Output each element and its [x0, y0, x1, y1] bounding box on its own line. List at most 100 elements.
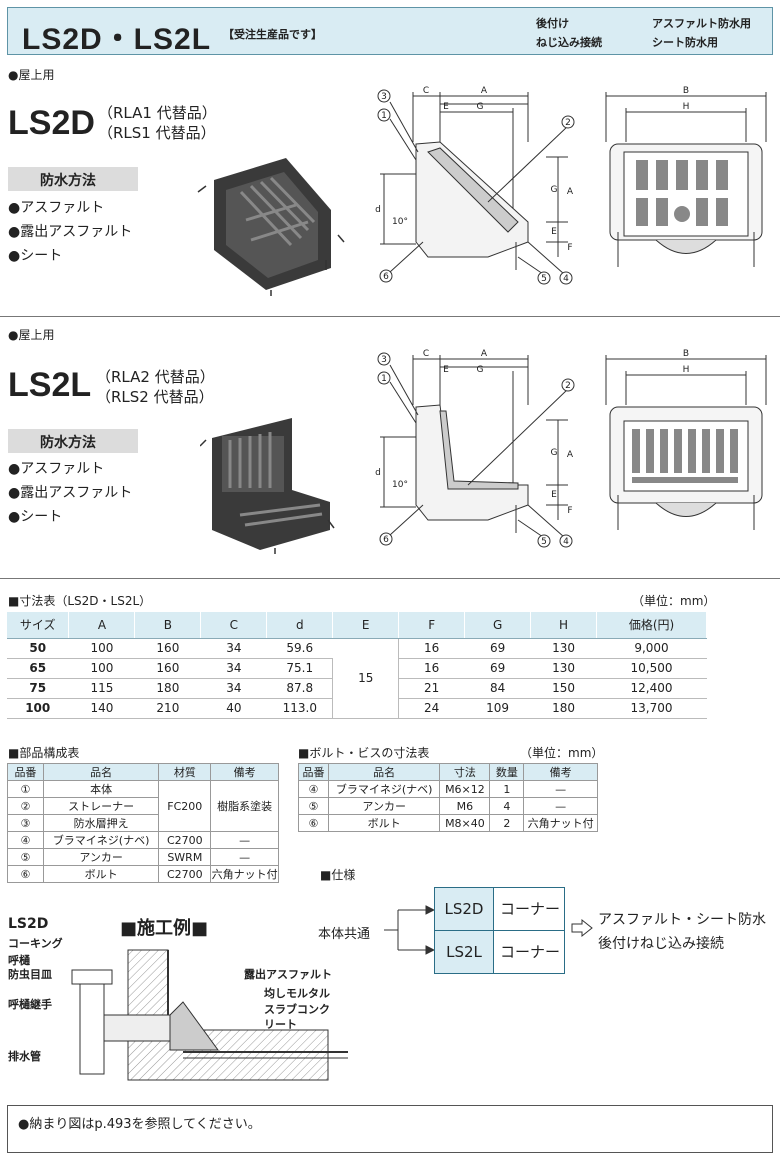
- cell: ⑥: [298, 814, 329, 832]
- ls2d-dim-angle: 10°: [392, 217, 408, 227]
- cell: 34: [200, 678, 268, 699]
- construction-label: スラブコンク: [264, 1003, 330, 1016]
- cell: 9,000: [596, 638, 707, 659]
- cell: 210: [134, 698, 202, 719]
- cell: 69: [464, 638, 532, 659]
- ls2d-part-3: 3: [381, 92, 387, 102]
- bolt-table: 品番 品名 寸法 数量 備考 ④ ブラマイネジ(ナベ) M6×12 1 — ⑤ …: [298, 763, 598, 832]
- ls2l-method-item: ●露出アスファルト: [8, 485, 133, 501]
- cell: 21: [398, 678, 466, 699]
- ls2l-part-2: 2: [565, 381, 571, 391]
- cell: 100: [68, 638, 136, 659]
- ls2d-product-image: [197, 158, 345, 296]
- table-row: ⑤ アンカー M6 4 —: [298, 797, 598, 815]
- cell: M6: [439, 797, 491, 815]
- cell: 59.6: [266, 638, 334, 659]
- ls2d-method-item: ●シート: [8, 248, 63, 264]
- cell: ④: [298, 780, 329, 798]
- cell-e-merged: 15: [332, 638, 400, 719]
- table-row: ⑥ ボルト M8×40 2 六角ナット付: [298, 814, 598, 832]
- ls2l-dim-a-side: A: [567, 450, 574, 460]
- cell: 16: [398, 658, 466, 679]
- table-header-row: 品番 品名 寸法 数量 備考: [298, 763, 598, 781]
- cell: ボルト: [42, 865, 160, 883]
- cell: 109: [464, 698, 532, 719]
- col-header: 品名: [42, 763, 160, 781]
- ls2d-front-dim-b: B: [683, 86, 689, 96]
- cell: 75.1: [266, 658, 334, 679]
- col-header: d: [266, 612, 334, 639]
- ls2l-method-item: ●シート: [8, 509, 63, 525]
- ls2l-section-tag: ●屋上用: [8, 328, 55, 342]
- col-header: 品番: [298, 763, 329, 781]
- ls2d-section-tag: ●屋上用: [8, 68, 55, 82]
- construction-label: 均しモルタル: [264, 987, 330, 1000]
- ls2l-alt2: （RLS2 代替品）: [96, 388, 214, 406]
- cell: ボルト: [327, 814, 441, 832]
- cell: 10,500: [596, 658, 707, 679]
- tag-asphalt: アスファルト防水用: [652, 17, 751, 30]
- cell: 24: [398, 698, 466, 719]
- cell: 16: [398, 638, 466, 659]
- ls2d-model-name: LS2D: [8, 104, 95, 142]
- table-header-row: 品番 品名 材質 備考: [7, 763, 279, 781]
- cell: 40: [200, 698, 268, 719]
- cell: M6×12: [439, 780, 491, 798]
- cell: 34: [200, 658, 268, 679]
- parts-table-caption: ■部品構成表: [8, 746, 80, 760]
- cell: ストレーナー: [42, 797, 160, 815]
- col-header: E: [332, 612, 400, 639]
- cell: アンカー: [42, 848, 160, 866]
- ls2l-dim-e-top: E: [443, 365, 449, 375]
- ls2d-part-1: 1: [381, 111, 387, 121]
- divider: [0, 316, 780, 317]
- construction-drawing: [71, 949, 348, 1081]
- parts-table: 品番 品名 材質 備考 ① 本体 FC200 樹脂系塗装 ② ストレーナー ③ …: [7, 763, 279, 883]
- cell: ⑤: [298, 797, 329, 815]
- cell: —: [523, 797, 598, 815]
- cell: C2700: [158, 865, 212, 883]
- bolt-table-caption: ■ボルト・ビスの寸法表: [298, 746, 430, 760]
- ls2l-part-3: 3: [381, 355, 387, 365]
- cell: 100: [68, 658, 136, 679]
- cell: ③: [7, 814, 44, 832]
- cell: 113.0: [266, 698, 334, 719]
- ls2d-front-dim-h: H: [683, 102, 690, 112]
- cell: ⑤: [7, 848, 44, 866]
- ls2l-front-dim-h: H: [683, 365, 690, 375]
- cell: 50: [7, 638, 70, 659]
- order-note: 【受注生産品です】: [223, 28, 322, 41]
- cell: 69: [464, 658, 532, 679]
- dim-table-caption: ■寸法表（LS2D・LS2L）: [8, 594, 152, 608]
- construction-label: 露出アスファルト: [244, 968, 332, 981]
- cell: 130: [530, 638, 598, 659]
- cell: 1: [489, 780, 525, 798]
- ls2d-side-drawing: C A E G G A E F d 10° 3 1 2 6 5 4: [375, 86, 575, 285]
- ls2d-method-item: ●露出アスファルト: [8, 224, 133, 240]
- cell: ④: [7, 831, 44, 849]
- ls2l-front-drawing: B H: [605, 349, 767, 530]
- divider: [0, 578, 780, 579]
- cell: 84: [464, 678, 532, 699]
- cell: 2: [489, 814, 525, 832]
- construction-model: LS2D: [8, 916, 49, 932]
- construction-label: コーキング: [8, 937, 63, 950]
- construction-label: 呼樋: [8, 954, 30, 967]
- cell: 12,400: [596, 678, 707, 699]
- ls2l-dim-f: F: [567, 506, 572, 516]
- table-row: 50 100 160 34 59.6 15 16 69 130 9,000: [7, 638, 707, 719]
- col-header: B: [134, 612, 202, 639]
- tag-screw: ねじ込み接続: [536, 36, 602, 49]
- ls2l-dim-d: d: [375, 468, 381, 478]
- col-header: G: [464, 612, 532, 639]
- ls2d-dim-c: C: [423, 86, 429, 96]
- cell: 本体: [42, 780, 160, 798]
- col-header: 備考: [210, 763, 279, 781]
- cell: 34: [200, 638, 268, 659]
- ls2l-method-label: 防水方法: [8, 429, 138, 453]
- ls2l-dim-g-side: G: [551, 448, 558, 458]
- col-header: 備考: [523, 763, 598, 781]
- cell: 4: [489, 797, 525, 815]
- cell: —: [523, 780, 598, 798]
- construction-title: ■施工例■: [120, 918, 209, 939]
